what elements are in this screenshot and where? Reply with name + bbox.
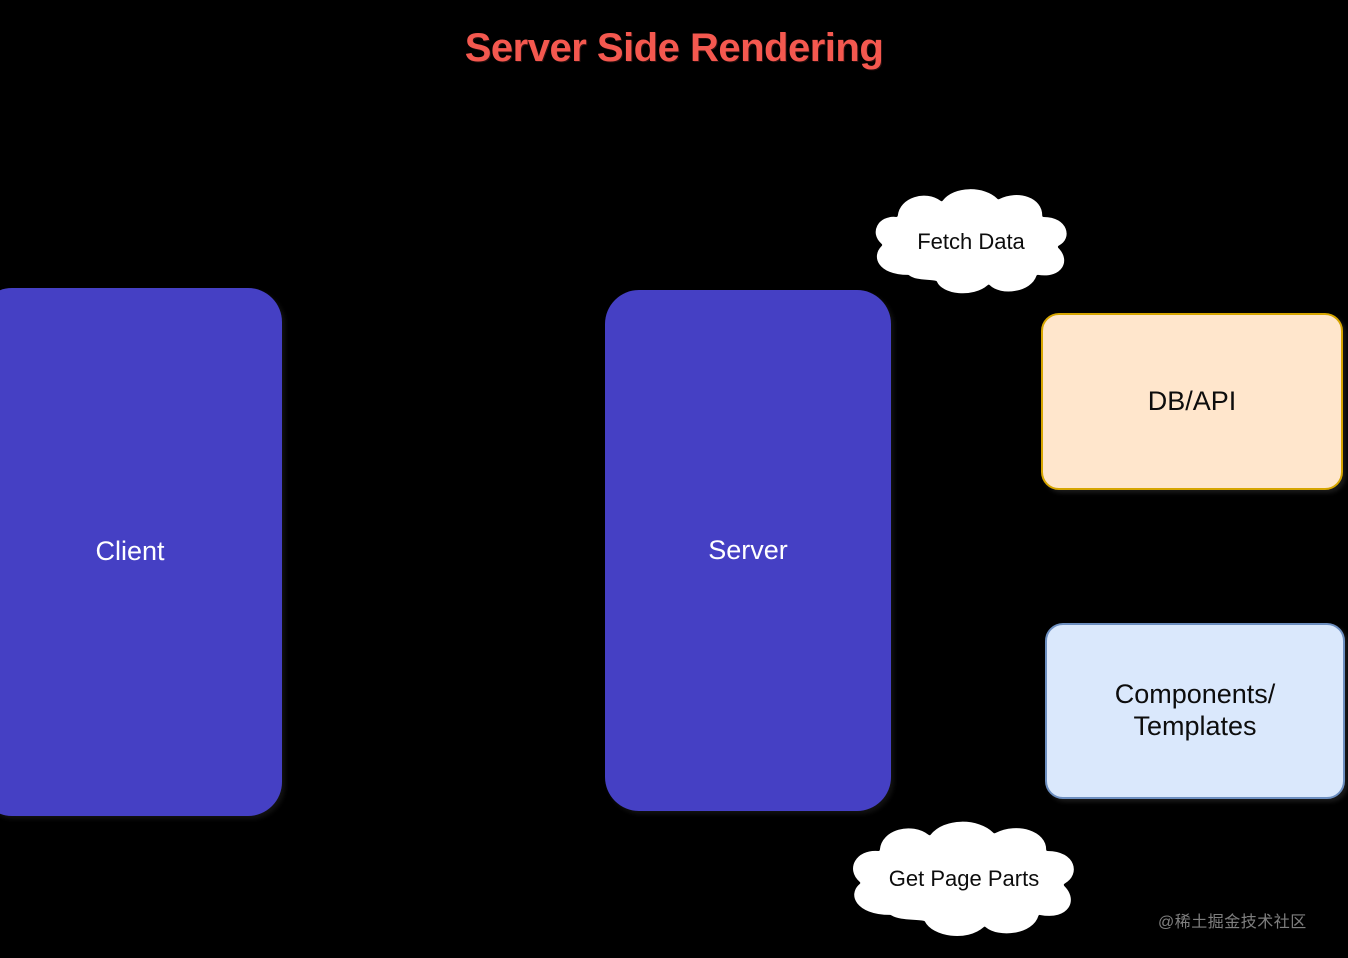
- node-components-templates-label: Components/ Templates: [1114, 679, 1276, 741]
- node-client-label: Client: [95, 536, 165, 567]
- cloud-get-page-parts[interactable]: Get Page Parts: [838, 818, 1090, 940]
- page-title: Server Side Rendering: [464, 26, 884, 70]
- cloud-fetch-data[interactable]: Fetch Data: [862, 186, 1080, 298]
- node-db-api-label: DB/API: [1147, 385, 1237, 416]
- cloud-shape-icon: [850, 818, 1077, 939]
- node-server-label: Server: [708, 534, 788, 565]
- node-components-templates[interactable]: Components/ Templates: [1045, 623, 1345, 799]
- watermark: @稀土掘金技术社区: [1158, 914, 1307, 931]
- node-server[interactable]: Server: [605, 290, 891, 811]
- node-db-api[interactable]: DB/API: [1041, 313, 1343, 490]
- cloud-shape-icon: [872, 186, 1070, 297]
- node-client[interactable]: Client: [0, 288, 282, 816]
